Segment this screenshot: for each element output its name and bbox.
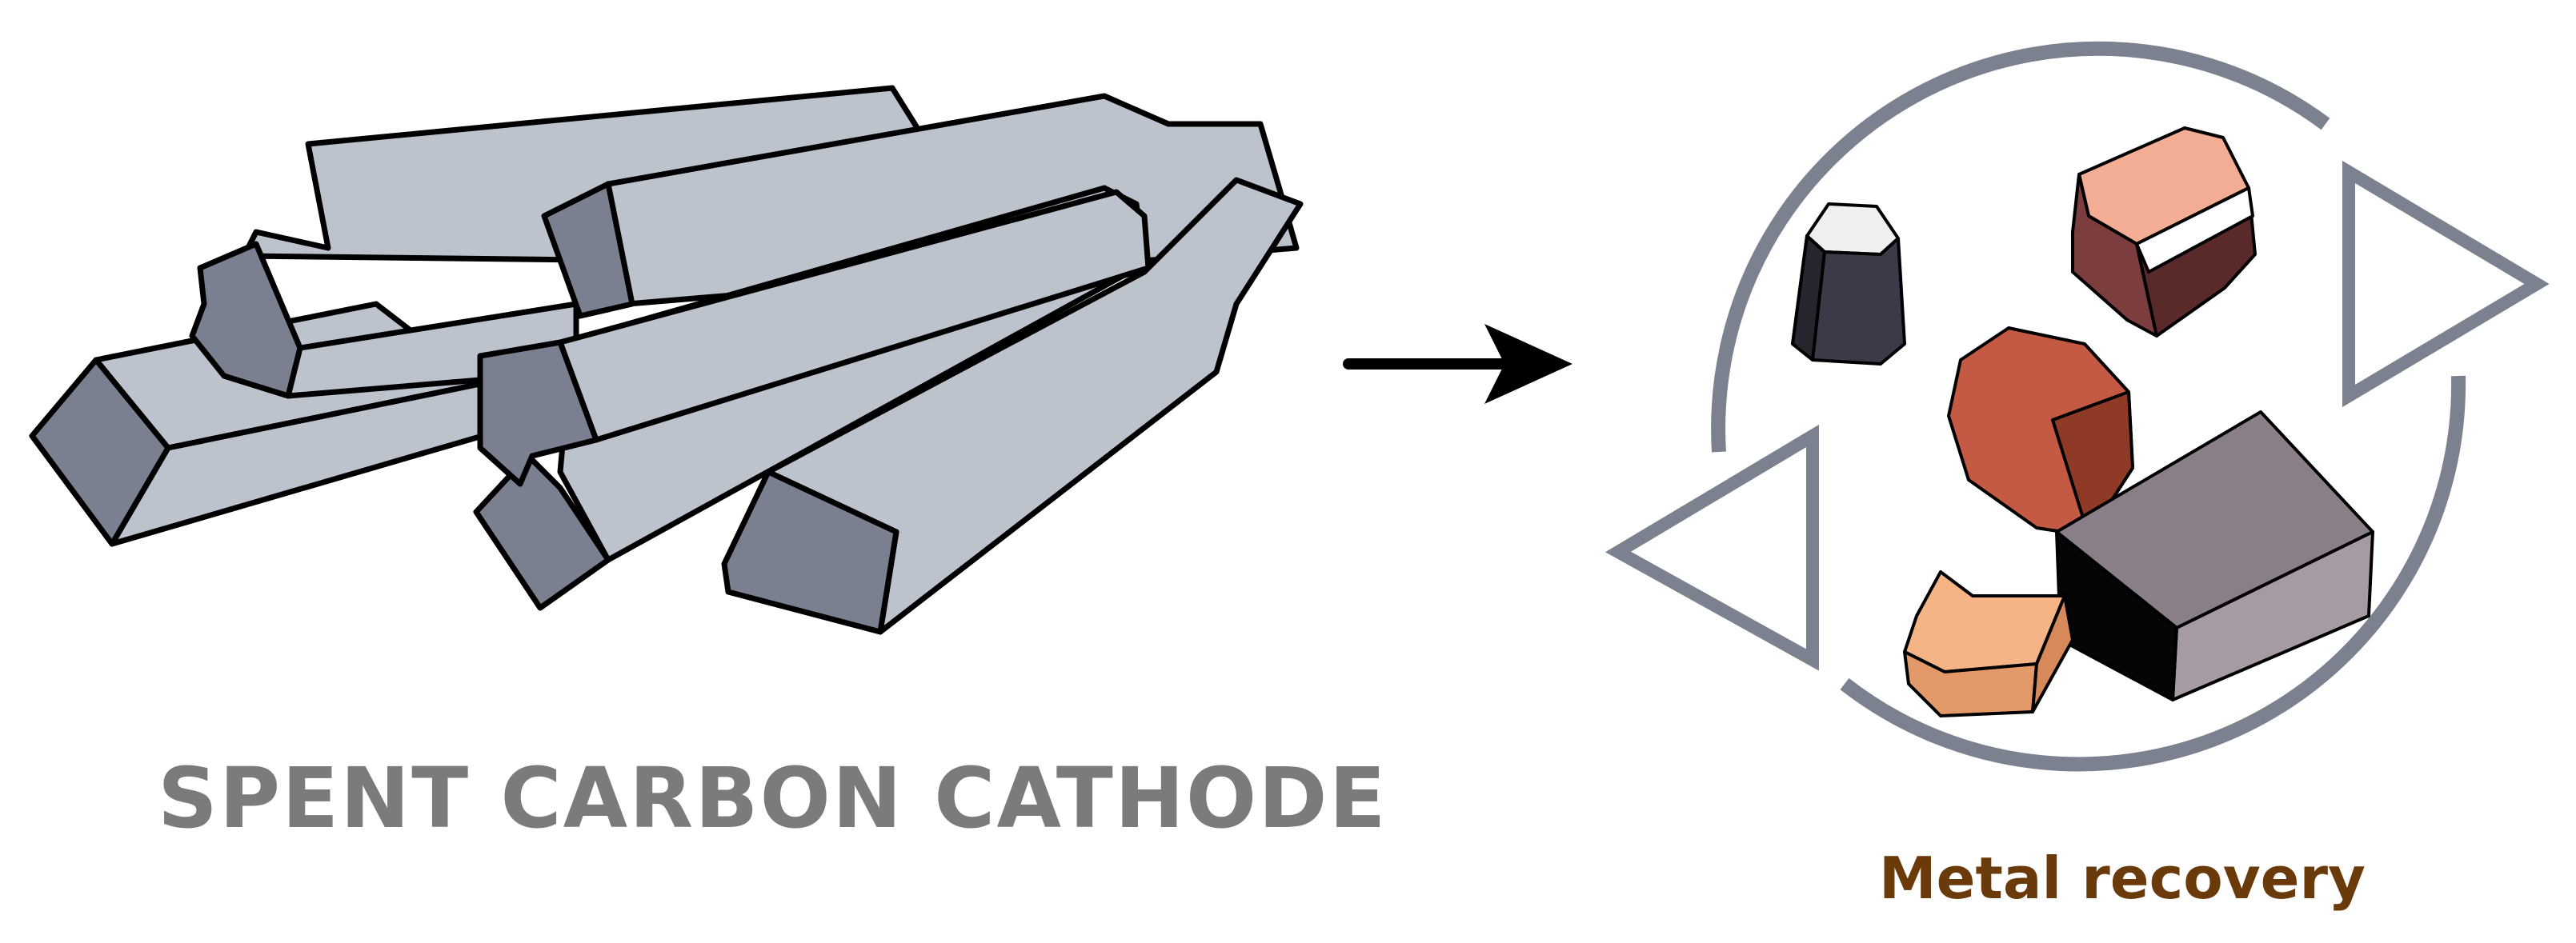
cycle-arc-lower: [1840, 375, 2466, 772]
metal-recovery-label: Metal recovery: [1879, 845, 2366, 912]
metal-piece-dark-prism: [1791, 202, 1906, 366]
cathode-block-e-end: [477, 339, 599, 487]
cathode-block-a-end: [29, 357, 171, 547]
cathode-block-e: [477, 189, 1152, 487]
cycle-arc-upper: [1711, 41, 2330, 453]
metal-piece-copper-prism: [1947, 326, 2134, 537]
metal-piece-salmon-prism: [2071, 126, 2257, 338]
salmon-prism-highlight: [2135, 186, 2254, 274]
recycle-cycle: [1604, 41, 2550, 772]
cathode-block-f: [721, 177, 1304, 635]
process-arrow-head: [1484, 324, 1572, 404]
metal-piece-grey-box: [2055, 410, 2374, 701]
peach-prism-side: [2031, 594, 2074, 713]
copper-prism-side: [2051, 390, 2134, 537]
spent-carbon-cathode-label: SPENT CARBON CATHODE: [158, 749, 1388, 847]
cathode-block-c-end: [541, 181, 635, 319]
spent-carbon-cathode-blocks: [29, 85, 1304, 635]
recovered-metal-pieces: [1791, 126, 2374, 717]
process-arrow: [1343, 324, 1572, 404]
cycle-arrowhead-left: [1604, 424, 1819, 671]
salmon-prism-left: [2071, 173, 2158, 338]
dark-prism-shade: [1791, 234, 1826, 362]
cathode-block-f-end: [721, 469, 899, 635]
cathode-block-b-end: [189, 241, 303, 399]
metal-piece-peach-prism: [1903, 570, 2074, 717]
cycle-arrowhead-right: [2342, 160, 2550, 408]
